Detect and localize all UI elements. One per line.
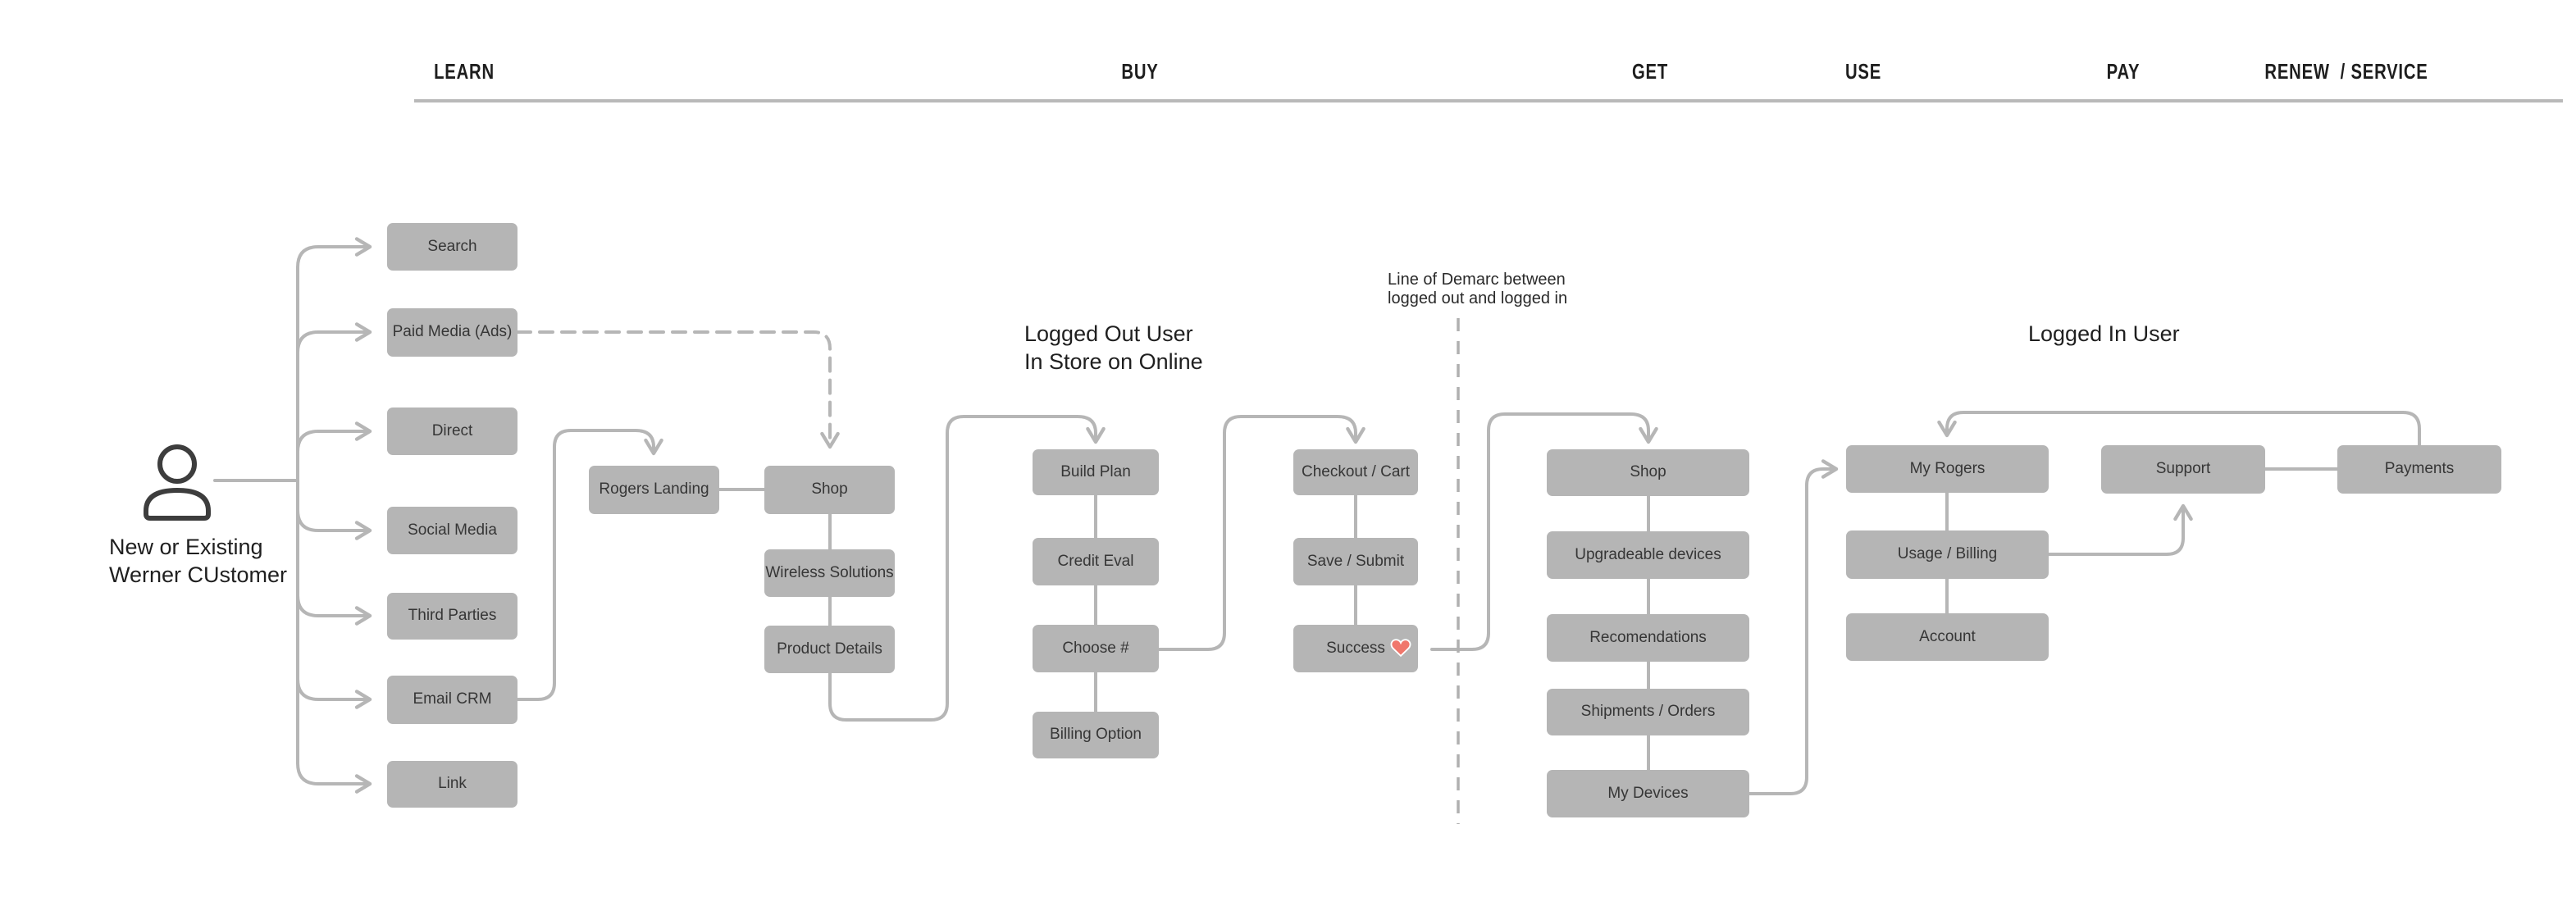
- node-account[interactable]: Account: [1846, 613, 2049, 661]
- connector-payments-my-rogers: [1937, 411, 2421, 447]
- demarc-note-line2: logged out and logged in: [1388, 289, 1568, 307]
- connector-choose-checkout: [1157, 415, 1366, 651]
- heart-icon: [1390, 639, 1411, 658]
- phase-pay: PAY: [2106, 59, 2141, 84]
- node-email-crm[interactable]: Email CRM: [387, 676, 517, 724]
- person-icon[interactable]: [144, 444, 211, 521]
- connector-branch-social-media: [296, 508, 372, 540]
- logged-out-line1: Logged Out User: [1024, 321, 1193, 346]
- connector-usage-billing-support: [2047, 503, 2193, 556]
- logged-out-label: Logged Out User In Store on Online: [1024, 320, 1203, 376]
- node-payments[interactable]: Payments: [2337, 445, 2501, 494]
- node-success-label: Success: [1326, 639, 1385, 657]
- logged-in-label: Logged In User: [2028, 321, 2180, 346]
- actor-label-line2: Werner CUstomer: [109, 562, 288, 587]
- demarc-note-line1: Line of Demarc between: [1388, 271, 1566, 289]
- connector-branch-paid-media: [296, 322, 372, 354]
- connector-my-devices-my-rogers: [1748, 459, 1839, 795]
- phase-renew-service: RENEW / SERVICE: [2264, 59, 2428, 84]
- connector-branch-direct: [296, 421, 372, 453]
- phase-learn: LEARN: [434, 59, 495, 84]
- node-link[interactable]: Link: [387, 761, 517, 808]
- node-my-rogers[interactable]: My Rogers: [1846, 445, 2049, 493]
- node-success[interactable]: Success: [1293, 625, 1418, 672]
- node-search[interactable]: Search: [387, 223, 517, 271]
- node-product-details[interactable]: Product Details: [764, 626, 895, 673]
- connector-email-crm-rogers-landing: [516, 429, 663, 701]
- node-my-devices[interactable]: My Devices: [1547, 770, 1749, 817]
- node-credit-eval[interactable]: Credit Eval: [1033, 538, 1159, 585]
- node-third-parties[interactable]: Third Parties: [387, 593, 517, 640]
- node-shop-logged-in[interactable]: Shop: [1547, 449, 1749, 496]
- node-build-plan[interactable]: Build Plan: [1033, 449, 1159, 495]
- connector-person-trunk: [213, 266, 299, 765]
- connector-branch-email-crm: [296, 677, 372, 709]
- node-save-submit[interactable]: Save / Submit: [1293, 538, 1418, 585]
- connector-paid-media-shop-dashed: [516, 330, 840, 449]
- phase-use: USE: [1844, 59, 1882, 84]
- node-checkout-cart[interactable]: Checkout / Cart: [1293, 449, 1418, 495]
- node-rogers-landing[interactable]: Rogers Landing: [589, 466, 719, 514]
- actor-label-line1: New or Existing: [109, 535, 263, 559]
- node-direct[interactable]: Direct: [387, 408, 517, 455]
- connector-branch-third-parties: [296, 594, 372, 626]
- phase-get: GET: [1631, 59, 1669, 84]
- connector-product-details-build-plan: [828, 415, 1106, 722]
- node-recommendations[interactable]: Recomendations: [1547, 614, 1749, 662]
- connector-success-shop: [1430, 412, 1658, 651]
- connector-branch-link: [296, 762, 372, 794]
- node-shipments-orders[interactable]: Shipments / Orders: [1547, 689, 1749, 735]
- logged-out-line2: In Store on Online: [1024, 349, 1203, 374]
- phase-header-rule: [414, 99, 2563, 102]
- node-choose-number[interactable]: Choose #: [1033, 625, 1159, 672]
- node-social-media[interactable]: Social Media: [387, 507, 517, 554]
- node-support[interactable]: Support: [2101, 445, 2265, 494]
- node-paid-media[interactable]: Paid Media (Ads): [387, 308, 517, 357]
- phase-buy: BUY: [1121, 59, 1159, 84]
- node-wireless-solutions[interactable]: Wireless Solutions: [764, 549, 895, 597]
- node-upgradeable-devices[interactable]: Upgradeable devices: [1547, 531, 1749, 579]
- connector-branch-search: [296, 237, 372, 269]
- node-shop[interactable]: Shop: [764, 466, 895, 514]
- node-billing-option[interactable]: Billing Option: [1033, 712, 1159, 758]
- node-usage-billing[interactable]: Usage / Billing: [1846, 530, 2049, 579]
